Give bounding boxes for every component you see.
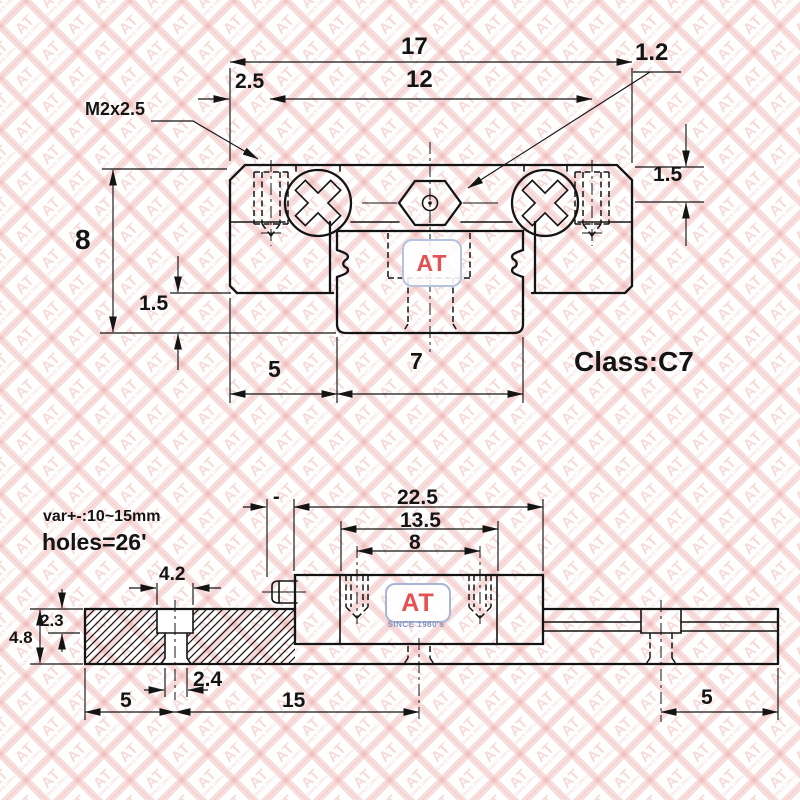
brand-logo-text: AT [401,588,435,617]
dim-last-hole-to-end: 5 [701,686,713,709]
dim-block-hole-pitch: 8 [409,531,421,554]
phillips-cross-icon [294,179,342,227]
grease-nipple-side [271,580,298,604]
dim-rail-to-edge: 5 [268,356,281,382]
dim-edge-to-hole: 2.5 [235,70,265,93]
dim-nipple-dash: - [273,486,280,508]
brand-logo-side: AT [385,583,451,623]
note-variation: var+-:10~15mm [43,508,161,525]
side-dimension-lines [30,499,779,720]
side-view [30,499,780,722]
note-holes: holes=26' [42,529,147,555]
front-grease-nipple [397,179,463,227]
dim-rail-hole-pitch: 15 [282,689,306,712]
rail-counterbore-right [640,608,682,665]
dim-total-width: 17 [401,33,428,60]
dim-block-length: 22.5 [397,486,438,509]
front-screw-right [510,168,580,238]
dim-counterbore-dia: 4.2 [159,564,186,585]
dim-total-height: 8 [75,224,91,255]
brand-logo-subtext: SINCE 1980's [387,620,445,629]
front-rail-profile [335,229,525,335]
side-centerlines [174,546,662,722]
dim-rail-width: 7 [410,348,423,374]
brand-logo-text: AT [416,249,448,276]
phillips-cross-icon [521,179,569,227]
front-block-outline [228,163,634,295]
dim-top-to-axis: 1.5 [653,163,683,186]
accuracy-class-label: Class:C7 [574,346,694,377]
dim-bottom-clearance: 1.5 [139,292,169,315]
side-carriage-block [271,573,545,646]
rail-counterbore-left [156,608,194,665]
dim-hole-pitch: 12 [406,66,433,93]
dim-end-to-first-hole: 5 [120,689,132,712]
side-rail-outline [83,607,780,666]
front-centerlines [261,142,602,352]
front-view [100,58,704,403]
brand-logo-front: AT [402,239,462,287]
thread-callout: M2x2.5 [85,99,146,119]
block-thread-holes [345,575,492,619]
dim-nipple-protrusion: 1.2 [635,39,669,66]
front-screw-left [283,168,353,238]
rail-hole-center [403,646,435,665]
dim-body-length: 13.5 [400,509,441,532]
dim-counterbore-depth: 2.3 [40,611,64,630]
dim-rail-height: 4.8 [9,628,33,647]
dim-hole-dia: 2.4 [193,668,223,691]
front-dimension-lines [100,58,704,403]
